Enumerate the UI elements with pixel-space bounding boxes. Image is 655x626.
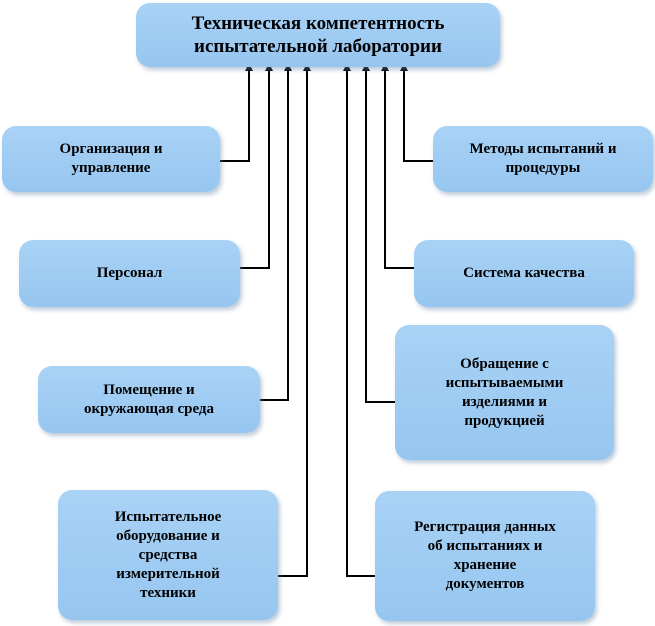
box-premises-text: Помещение и окружающая среда <box>83 381 214 417</box>
connector-methods <box>400 63 433 162</box>
connector-quality-system <box>381 63 414 269</box>
box-equipment: Испытательное оборудование и средства из… <box>58 490 278 620</box>
box-handling: Обращение с испытываемыми изделиями и пр… <box>395 325 614 460</box>
box-organization-text: Организация и управление <box>59 141 163 176</box>
box-organization: Организация и управление <box>2 126 220 192</box>
box-records: Регистрация данных об испытаниях и хране… <box>375 491 595 621</box>
connector-records <box>343 63 375 577</box>
box-quality-system: Система качества <box>414 240 634 307</box>
connector-handling <box>362 63 395 403</box>
box-records-text: Регистрация данных об испытаниях и хране… <box>414 519 556 592</box>
box-premises: Помещение и окружающая среда <box>38 366 260 433</box>
box-equipment-text: Испытательное оборудование и средства из… <box>114 508 222 601</box>
box-personnel-text: Персонал <box>96 265 163 281</box>
title-text: Техническая компетентность испытательной… <box>191 13 445 57</box>
box-methods: Методы испытаний и процедуры <box>433 126 653 192</box>
connector-organization <box>220 63 253 162</box>
connector-equipment <box>278 63 311 577</box>
title-box: Техническая компетентность испытательной… <box>136 3 500 67</box>
box-handling-text: Обращение с испытываемыми изделиями и пр… <box>445 355 564 429</box>
connector-personnel <box>240 63 273 269</box>
box-personnel: Персонал <box>19 240 240 307</box>
connector-premises <box>260 63 292 401</box>
box-methods-text: Методы испытаний и процедуры <box>469 141 617 176</box>
box-quality-system-text: Система качества <box>463 265 585 281</box>
